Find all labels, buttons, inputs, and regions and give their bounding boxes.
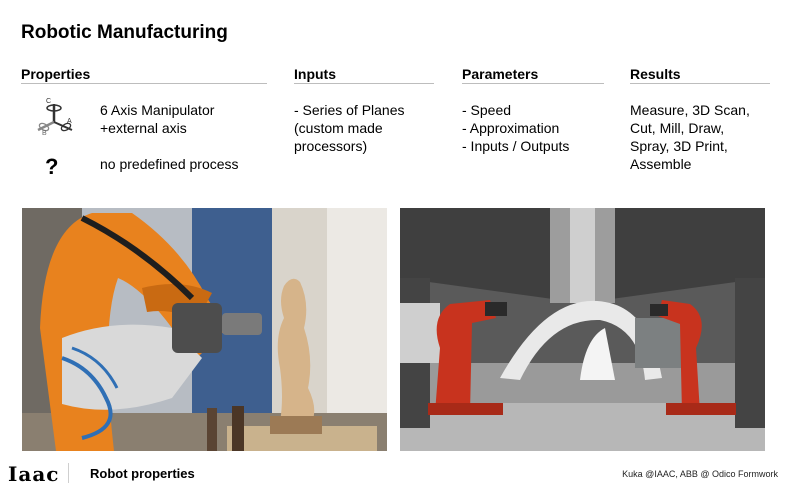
property-no-process: no predefined process (100, 156, 239, 172)
kuka-robot-milling-photo (22, 208, 387, 451)
inputs-divider (294, 83, 434, 84)
inputs-heading: Inputs (294, 66, 336, 82)
results-line: Cut, Mill, Draw, (630, 120, 725, 136)
results-line: Assemble (630, 156, 692, 172)
question-mark-icon: ? (45, 154, 59, 179)
footer-separator (68, 463, 69, 483)
property-external-axis: +external axis (100, 120, 187, 136)
results-heading: Results (630, 66, 681, 82)
axis-label-b: B (42, 130, 47, 136)
inputs-line: (custom made (294, 120, 383, 136)
inputs-line: - Series of Planes (294, 102, 405, 118)
results-line: Spray, 3D Print, (630, 138, 728, 154)
iaac-logo: Iaac (8, 462, 60, 486)
parameters-line: - Speed (462, 102, 512, 118)
footer-photo-credit: Kuka @IAAC, ABB @ Odico Formwork (622, 469, 778, 479)
abb-robots-formwork-photo (400, 208, 765, 451)
properties-divider (21, 83, 267, 84)
parameters-line: - Approximation (462, 120, 560, 136)
parameters-divider (462, 83, 604, 84)
parameters-line: - Inputs / Outputs (462, 138, 570, 154)
axis-label-c: C (46, 98, 51, 105)
slide-title: Robotic Manufacturing (21, 22, 228, 43)
inputs-line: processors) (294, 138, 368, 154)
footer-section-label: Robot properties (90, 466, 195, 481)
properties-heading: Properties (21, 66, 91, 82)
results-line: Measure, 3D Scan, (630, 102, 750, 118)
property-manipulator: 6 Axis Manipulator (100, 102, 215, 118)
axis-manipulator-icon: C B A (32, 96, 80, 137)
axis-label-a: A (67, 118, 72, 125)
parameters-heading: Parameters (462, 66, 539, 82)
results-divider (630, 83, 770, 84)
